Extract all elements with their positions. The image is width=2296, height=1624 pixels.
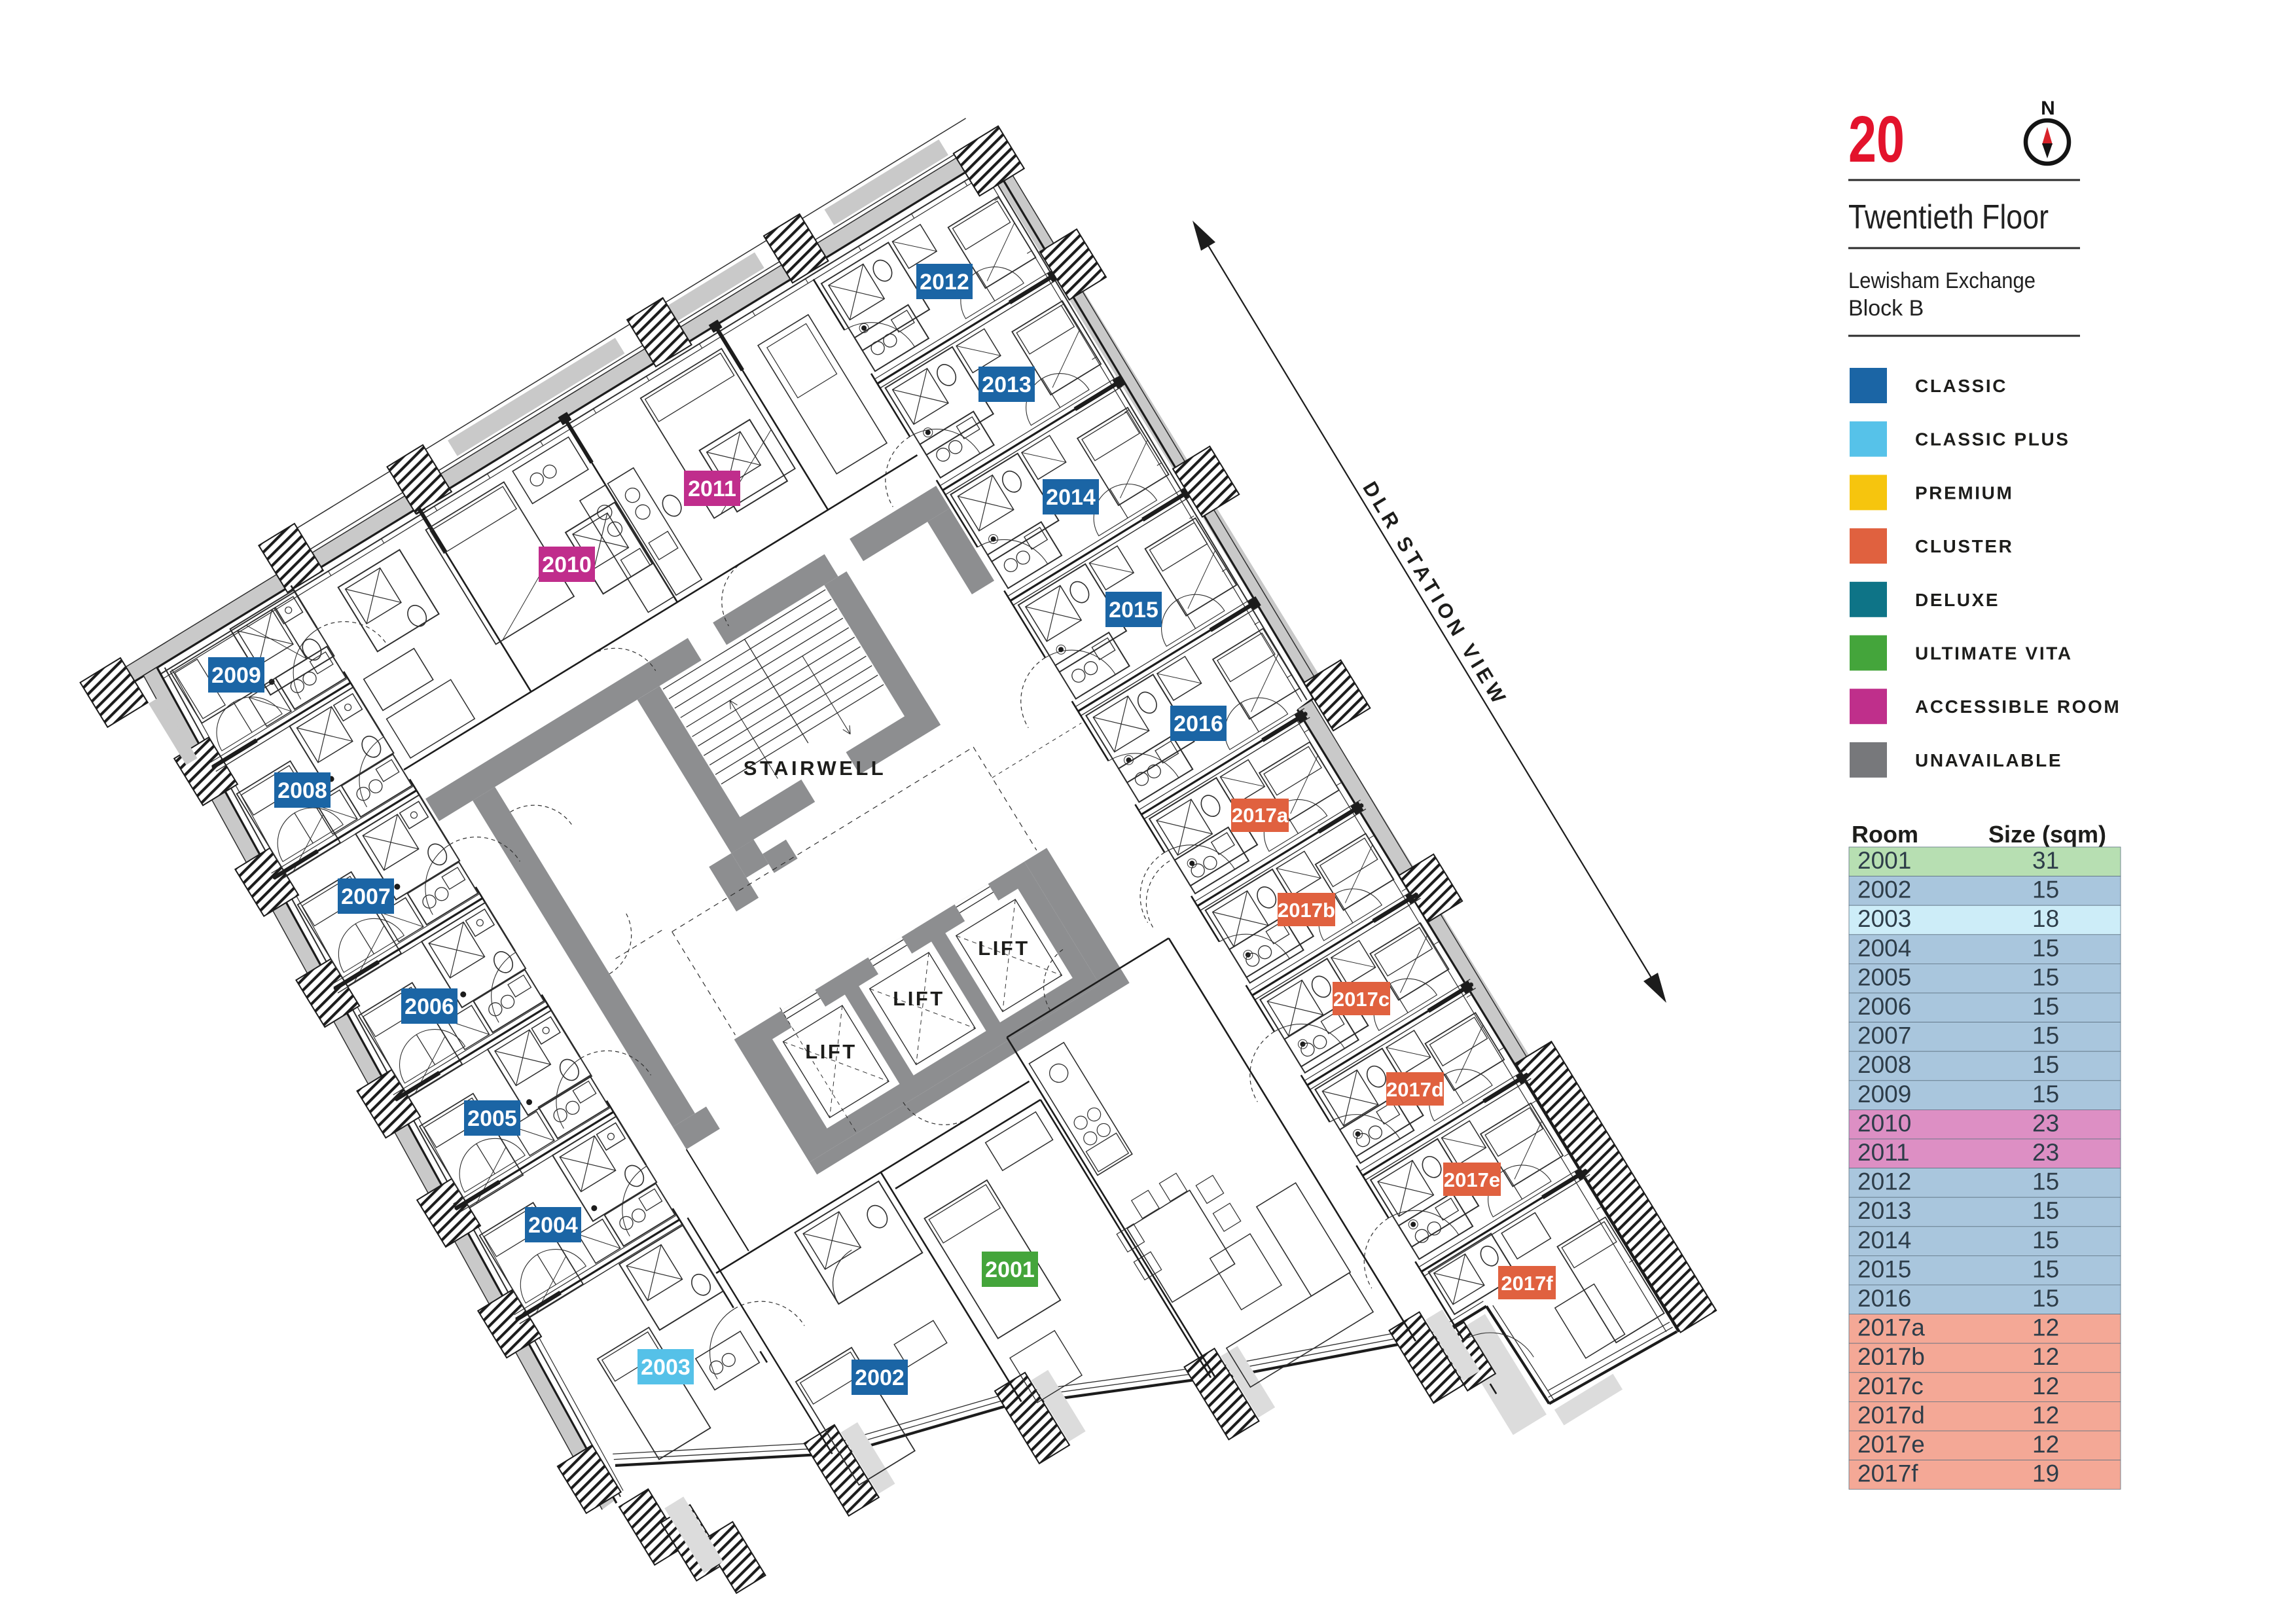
svg-text:2017c: 2017c: [1333, 988, 1390, 1011]
svg-text:12: 12: [2032, 1343, 2059, 1370]
svg-text:2010: 2010: [1857, 1110, 1911, 1136]
svg-text:2009: 2009: [211, 663, 261, 688]
svg-text:2006: 2006: [1857, 993, 1911, 1020]
svg-text:2009: 2009: [1857, 1081, 1911, 1108]
svg-text:2017b: 2017b: [1278, 899, 1335, 922]
svg-text:2017d: 2017d: [1857, 1401, 1925, 1428]
svg-text:UNAVAILABLE: UNAVAILABLE: [1915, 750, 2062, 770]
svg-text:2007: 2007: [1857, 1022, 1911, 1049]
svg-text:15: 15: [2032, 1197, 2059, 1224]
svg-text:2004: 2004: [1857, 935, 1911, 962]
svg-text:2007: 2007: [341, 884, 391, 909]
svg-text:2011: 2011: [1857, 1139, 1910, 1166]
svg-text:LIFT: LIFT: [893, 987, 944, 1010]
svg-text:2008: 2008: [1857, 1051, 1911, 1078]
svg-text:Room: Room: [1852, 821, 1918, 848]
svg-text:2016: 2016: [1857, 1285, 1911, 1312]
svg-text:15: 15: [2032, 1022, 2059, 1049]
svg-text:DELUXE: DELUXE: [1915, 590, 2000, 610]
svg-text:2012: 2012: [920, 270, 969, 295]
svg-text:2016: 2016: [1174, 712, 1223, 736]
svg-text:15: 15: [2032, 964, 2059, 990]
svg-text:15: 15: [2032, 1227, 2059, 1254]
svg-text:2017a: 2017a: [1857, 1314, 1925, 1341]
svg-text:15: 15: [2032, 1051, 2059, 1078]
svg-text:2014: 2014: [1046, 485, 1096, 510]
svg-text:2014: 2014: [1857, 1227, 1911, 1254]
svg-text:2012: 2012: [1857, 1168, 1911, 1195]
svg-text:15: 15: [2032, 1081, 2059, 1108]
svg-text:2001: 2001: [1857, 847, 1911, 874]
svg-text:23: 23: [2032, 1139, 2059, 1166]
svg-text:15: 15: [2032, 1255, 2059, 1282]
svg-text:CLUSTER: CLUSTER: [1915, 536, 2013, 556]
svg-text:15: 15: [2032, 993, 2059, 1020]
svg-text:20: 20: [1848, 103, 1905, 176]
svg-text:2017a: 2017a: [1232, 804, 1289, 827]
svg-text:15: 15: [2032, 935, 2059, 962]
svg-text:Size (sqm): Size (sqm): [1988, 821, 2106, 848]
svg-text:PREMIUM: PREMIUM: [1915, 482, 2013, 503]
svg-text:N: N: [2041, 98, 2055, 119]
svg-text:2004: 2004: [528, 1213, 578, 1238]
svg-text:23: 23: [2032, 1110, 2059, 1136]
svg-text:2017d: 2017d: [1386, 1078, 1444, 1101]
svg-text:2005: 2005: [467, 1106, 517, 1131]
svg-text:2017c: 2017c: [1857, 1373, 1924, 1399]
svg-text:2011: 2011: [688, 477, 736, 501]
svg-text:2010: 2010: [542, 552, 592, 577]
svg-text:Block B: Block B: [1848, 296, 1924, 321]
svg-text:2017f: 2017f: [1857, 1460, 1918, 1487]
svg-text:15: 15: [2032, 1285, 2059, 1312]
svg-text:18: 18: [2032, 905, 2059, 932]
svg-text:LIFT: LIFT: [805, 1040, 857, 1063]
svg-text:2003: 2003: [1857, 905, 1911, 932]
svg-text:2001: 2001: [985, 1257, 1035, 1282]
svg-text:STAIRWELL: STAIRWELL: [744, 757, 886, 780]
svg-text:Lewisham Exchange: Lewisham Exchange: [1848, 268, 2036, 293]
svg-text:2013: 2013: [1857, 1197, 1911, 1224]
svg-text:2005: 2005: [1857, 964, 1911, 990]
svg-text:2017b: 2017b: [1857, 1343, 1925, 1370]
svg-text:2017e: 2017e: [1857, 1431, 1925, 1458]
svg-text:2015: 2015: [1109, 598, 1158, 623]
svg-text:CLASSIC PLUS: CLASSIC PLUS: [1915, 429, 2070, 450]
svg-text:CLASSIC: CLASSIC: [1915, 376, 2007, 396]
svg-text:31: 31: [2032, 847, 2059, 874]
svg-text:2013: 2013: [982, 372, 1031, 397]
svg-text:2008: 2008: [278, 778, 327, 803]
svg-text:ULTIMATE VITA: ULTIMATE VITA: [1915, 643, 2073, 664]
svg-text:12: 12: [2032, 1401, 2059, 1428]
svg-text:2015: 2015: [1857, 1255, 1911, 1282]
svg-text:2003: 2003: [641, 1355, 691, 1380]
svg-text:2002: 2002: [855, 1365, 905, 1390]
svg-text:12: 12: [2032, 1314, 2059, 1341]
svg-text:12: 12: [2032, 1431, 2059, 1458]
svg-text:ACCESSIBLE ROOM: ACCESSIBLE ROOM: [1915, 696, 2121, 717]
svg-text:LIFT: LIFT: [978, 937, 1030, 960]
svg-text:12: 12: [2032, 1373, 2059, 1399]
svg-text:15: 15: [2032, 876, 2059, 903]
svg-text:15: 15: [2032, 1168, 2059, 1195]
svg-text:2002: 2002: [1857, 876, 1911, 903]
svg-text:Twentieth Floor: Twentieth Floor: [1848, 198, 2049, 236]
svg-text:2006: 2006: [404, 994, 454, 1019]
svg-text:19: 19: [2032, 1460, 2059, 1487]
svg-text:2017e: 2017e: [1444, 1168, 1500, 1191]
svg-text:2017f: 2017f: [1501, 1272, 1553, 1295]
